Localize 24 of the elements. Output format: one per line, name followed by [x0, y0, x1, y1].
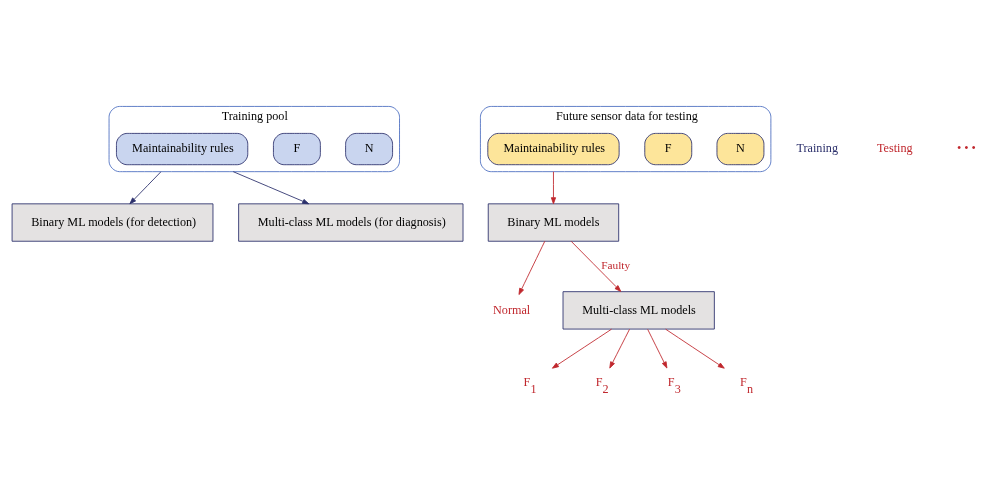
node-text: Normal	[493, 302, 531, 317]
node-box: Maintainability rules	[116, 132, 249, 165]
node-box: N	[345, 132, 393, 165]
arrow	[609, 328, 630, 368]
arrow	[570, 240, 622, 292]
arrow	[550, 170, 557, 204]
node-box: F	[644, 132, 693, 165]
node-box: Multi-class ML models (for diagnosis)	[238, 202, 464, 242]
arrow	[232, 170, 310, 204]
node-box: F	[273, 132, 321, 165]
node-box: Binary ML models (for detection)	[11, 202, 214, 242]
arrow	[551, 328, 612, 369]
node-box: Binary ML models	[487, 202, 620, 242]
arrow	[665, 328, 725, 369]
arrow	[518, 240, 546, 295]
node-box: Multi-class ML models	[562, 290, 715, 329]
edge-label: Faulty	[601, 258, 631, 271]
arrow	[129, 170, 162, 204]
node-box: Maintainability rules	[487, 132, 620, 165]
node-box: N	[716, 132, 765, 165]
label: Training	[796, 140, 838, 155]
label: • • •	[957, 140, 976, 155]
label: Testing	[876, 140, 913, 155]
arrow	[647, 328, 668, 368]
